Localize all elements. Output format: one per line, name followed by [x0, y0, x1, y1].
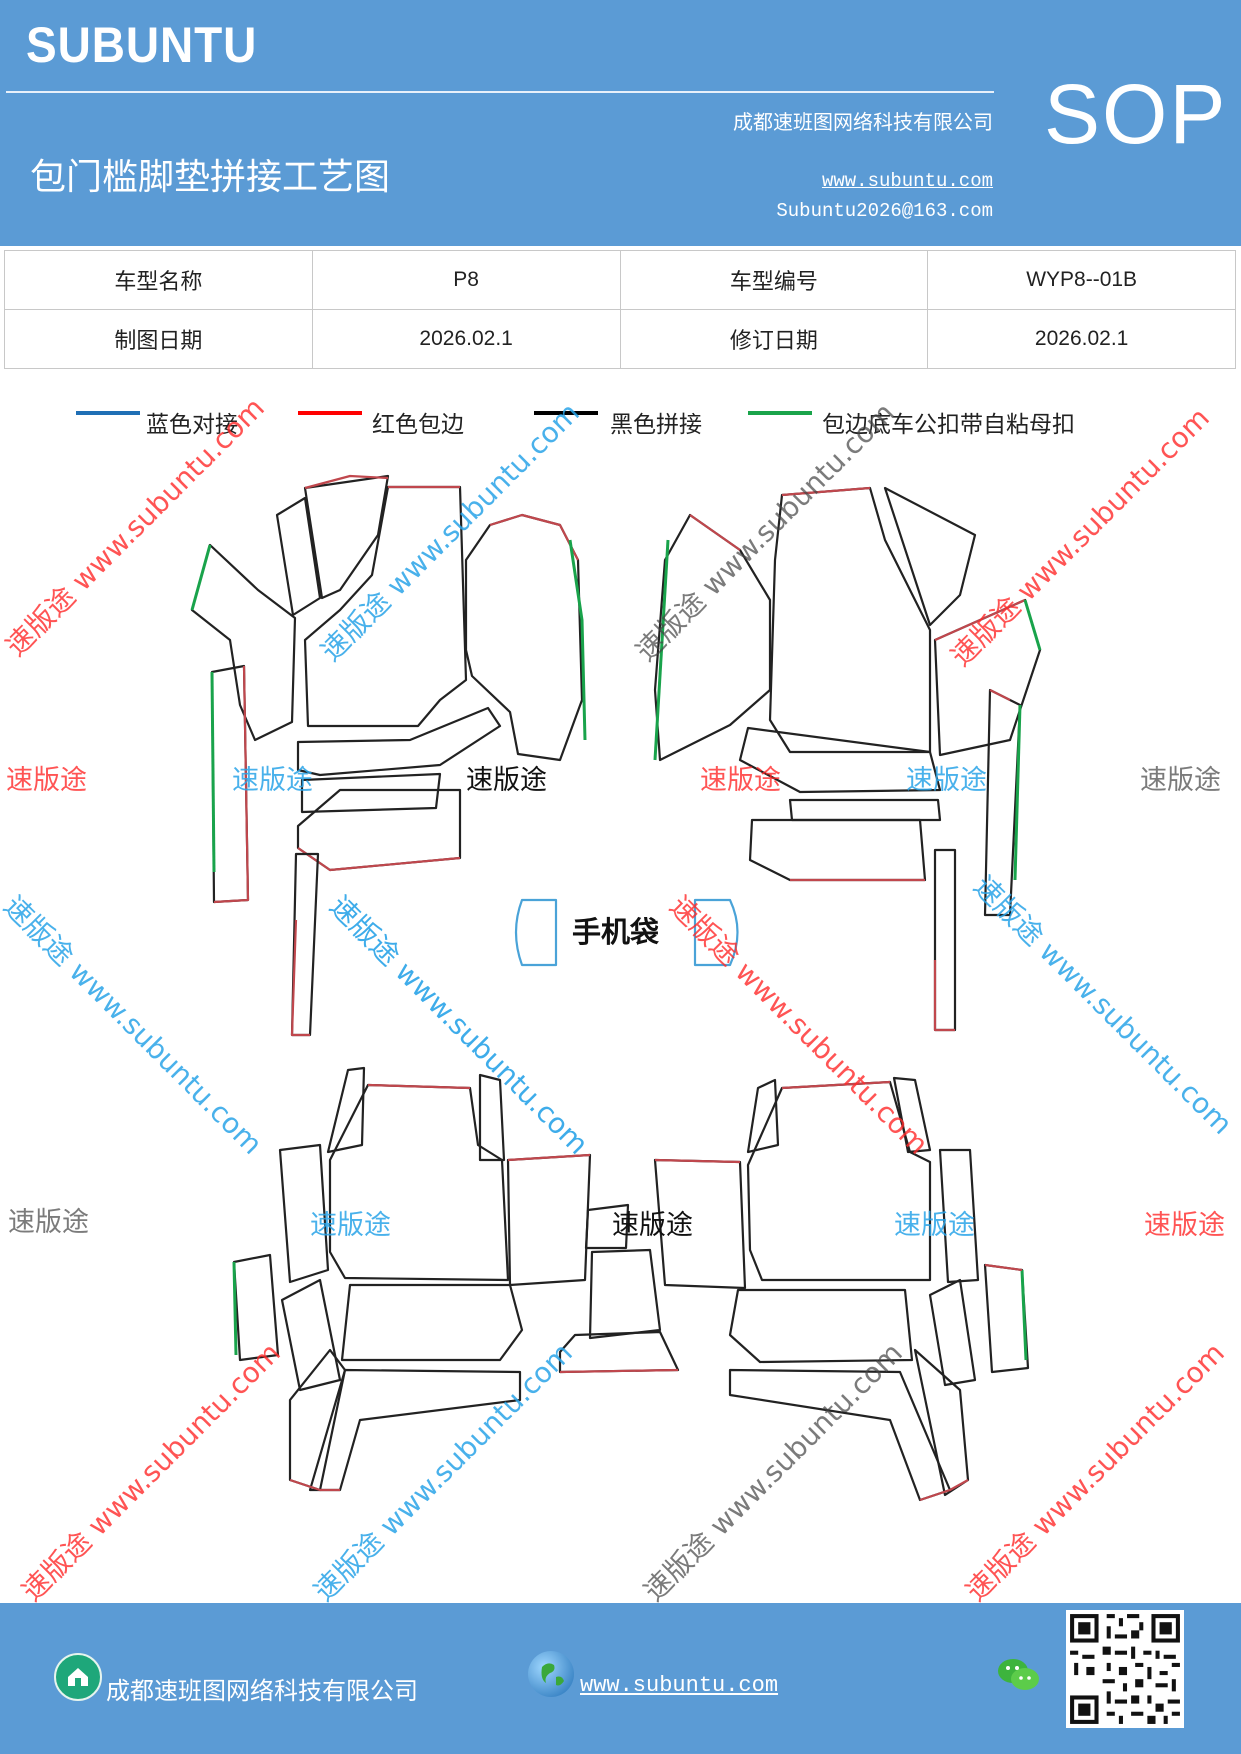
legend-green-label: 包边底车公扣带自粘母扣 [822, 412, 1075, 438]
vehicle-info-table: 车型名称 P8 车型编号 WYP8--01B 制图日期 2026.02.1 修订… [4, 250, 1236, 369]
legend-black-swatch [534, 411, 598, 415]
globe-icon[interactable] [528, 1651, 574, 1697]
watermark-brand: 速版途 [310, 1210, 391, 1241]
legend-green-swatch [748, 411, 812, 415]
website-link[interactable]: www.subuntu.com [821, 170, 993, 192]
watermark-brand: 速版途 [1144, 1210, 1225, 1241]
value-draw-date: 2026.02.1 [311, 309, 621, 369]
header-divider [6, 91, 994, 93]
label-draw-date: 制图日期 [4, 309, 313, 369]
rear-left-mat-group [232, 1066, 592, 1492]
home-icon [54, 1653, 102, 1701]
watermark-brand: 速版途 [1140, 765, 1221, 796]
watermark-brand: 速版途 [466, 765, 547, 796]
front-right-mat-group [653, 486, 1042, 1032]
value-model-name: P8 [311, 250, 621, 310]
watermark-brand: 速版途 [8, 1207, 89, 1238]
center-console-mat-group [558, 1203, 680, 1374]
legend-black-label: 黑色拼接 [610, 412, 702, 438]
watermark-brand: 速版途 [700, 765, 781, 796]
qr-code [1066, 1610, 1184, 1728]
watermark-brand: 速版途 [612, 1210, 693, 1241]
legend-red-swatch [298, 411, 362, 415]
table-row: 制图日期 2026.02.1 修订日期 2026.02.1 [4, 309, 1236, 369]
header-banner: SUBUNTU 成都速班图网络科技有限公司 包门槛脚垫拼接工艺图 www.sub… [0, 0, 1241, 246]
wechat-icon[interactable] [996, 1655, 1042, 1695]
footer-banner: 成都速班图网络科技有限公司 www.subuntu.com [0, 1603, 1241, 1754]
document-title: 包门槛脚垫拼接工艺图 [30, 157, 391, 198]
legend-blue-swatch [76, 411, 140, 415]
company-name: 成都速班图网络科技有限公司 [733, 110, 993, 134]
value-model-code: WYP8--01B [927, 250, 1236, 310]
label-revise-date: 修订日期 [619, 309, 929, 369]
rear-right-mat-group [653, 1076, 1030, 1502]
legend-red-label: 红色包边 [372, 412, 464, 438]
watermark-brand: 速版途 [894, 1210, 975, 1241]
watermark-brand: 速版途 [906, 765, 987, 796]
label-model-code: 车型编号 [619, 250, 929, 310]
table-row: 车型名称 P8 车型编号 WYP8--01B [4, 250, 1236, 310]
legend-blue-label: 蓝色对接 [146, 412, 238, 438]
phone-pocket-group [514, 898, 739, 967]
phone-pocket-label: 手机袋 [572, 915, 660, 949]
footer-company-name: 成都速班图网络科技有限公司 [106, 1677, 418, 1705]
value-revise-date: 2026.02.1 [927, 309, 1236, 369]
email-address[interactable]: Subuntu2026@163.com [776, 200, 993, 222]
watermark-brand: 速版途 [6, 765, 87, 796]
watermark-brand: 速版途 [232, 765, 313, 796]
brand-logo: SUBUNTU [26, 17, 258, 73]
front-left-mat-group [190, 474, 587, 1037]
sop-badge: SOP [1044, 67, 1228, 161]
label-model-name: 车型名称 [4, 250, 313, 310]
footer-website-link[interactable]: www.subuntu.com [580, 1673, 779, 1698]
